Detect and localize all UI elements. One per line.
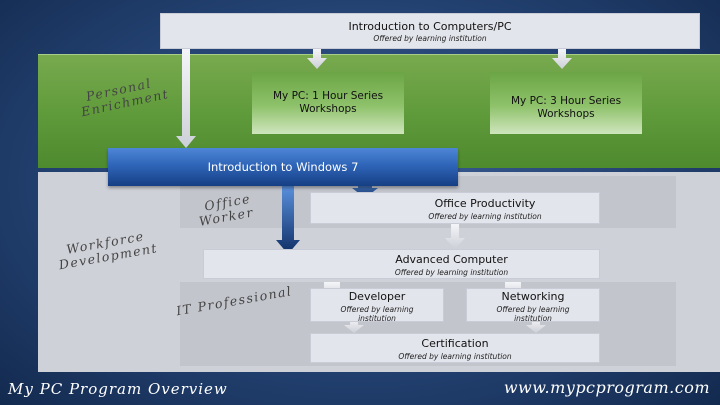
- arrow-networking-to-certification: [526, 318, 546, 333]
- arrow-intro-to-workshop1: [307, 49, 327, 69]
- developer-title: Developer: [348, 290, 406, 303]
- workshop-3-line1: My PC: 3 Hour Series: [510, 95, 622, 107]
- advanced-computer-title: Advanced Computer: [395, 253, 508, 266]
- developer-subtitle-line1: Offered by learning: [340, 305, 414, 314]
- arrow-windows-to-advanced: [276, 186, 300, 254]
- certification-subtitle: Offered by learning institution: [398, 352, 512, 361]
- arrow-intro-to-windows: [176, 49, 196, 148]
- arrow-developer-to-certification: [344, 318, 364, 333]
- workshop-3-line2: Workshops: [537, 108, 595, 120]
- footer-program-overview: My PC Program Overview: [8, 380, 228, 398]
- office-productivity-box: Office Productivity Offered by learning …: [310, 192, 600, 224]
- advanced-computer-subtitle: Offered by learning institution: [394, 268, 509, 277]
- arrow-intro-to-workshop3: [552, 49, 572, 69]
- intro-computers-title: Introduction to Computers/PC: [348, 20, 512, 33]
- workshop-1-hour-box: My PC: 1 Hour Series Workshops: [252, 72, 404, 134]
- workshop-3-hour-box: My PC: 3 Hour Series Workshops: [490, 72, 642, 134]
- certification-box: Certification Offered by learning instit…: [310, 333, 600, 363]
- intro-computers-box: Introduction to Computers/PC Offered by …: [160, 13, 700, 49]
- developer-subtitle-line2: institution: [358, 314, 396, 323]
- workshop-1-line2: Workshops: [299, 103, 357, 115]
- arrow-office-to-advanced: [445, 224, 465, 249]
- networking-subtitle-line1: Offered by learning: [496, 305, 570, 314]
- intro-windows-label: Introduction to Windows 7: [207, 160, 359, 174]
- footer-website: www.mypcprogram.com: [503, 378, 710, 397]
- developer-box: Developer Offered by learning institutio…: [310, 288, 444, 323]
- networking-subtitle-line2: institution: [514, 314, 552, 323]
- advanced-computer-box: Advanced Computer Offered by learning in…: [203, 249, 600, 279]
- intro-windows-bar: Introduction to Windows 7: [108, 148, 458, 186]
- networking-box: Networking Offered by learning instituti…: [466, 288, 600, 323]
- intro-computers-subtitle: Offered by learning institution: [373, 34, 487, 43]
- office-productivity-subtitle: Offered by learning institution: [428, 212, 542, 221]
- workshop-1-line1: My PC: 1 Hour Series: [272, 90, 384, 102]
- networking-title: Networking: [501, 290, 565, 303]
- office-productivity-title: Office Productivity: [434, 197, 536, 210]
- certification-title: Certification: [421, 337, 489, 350]
